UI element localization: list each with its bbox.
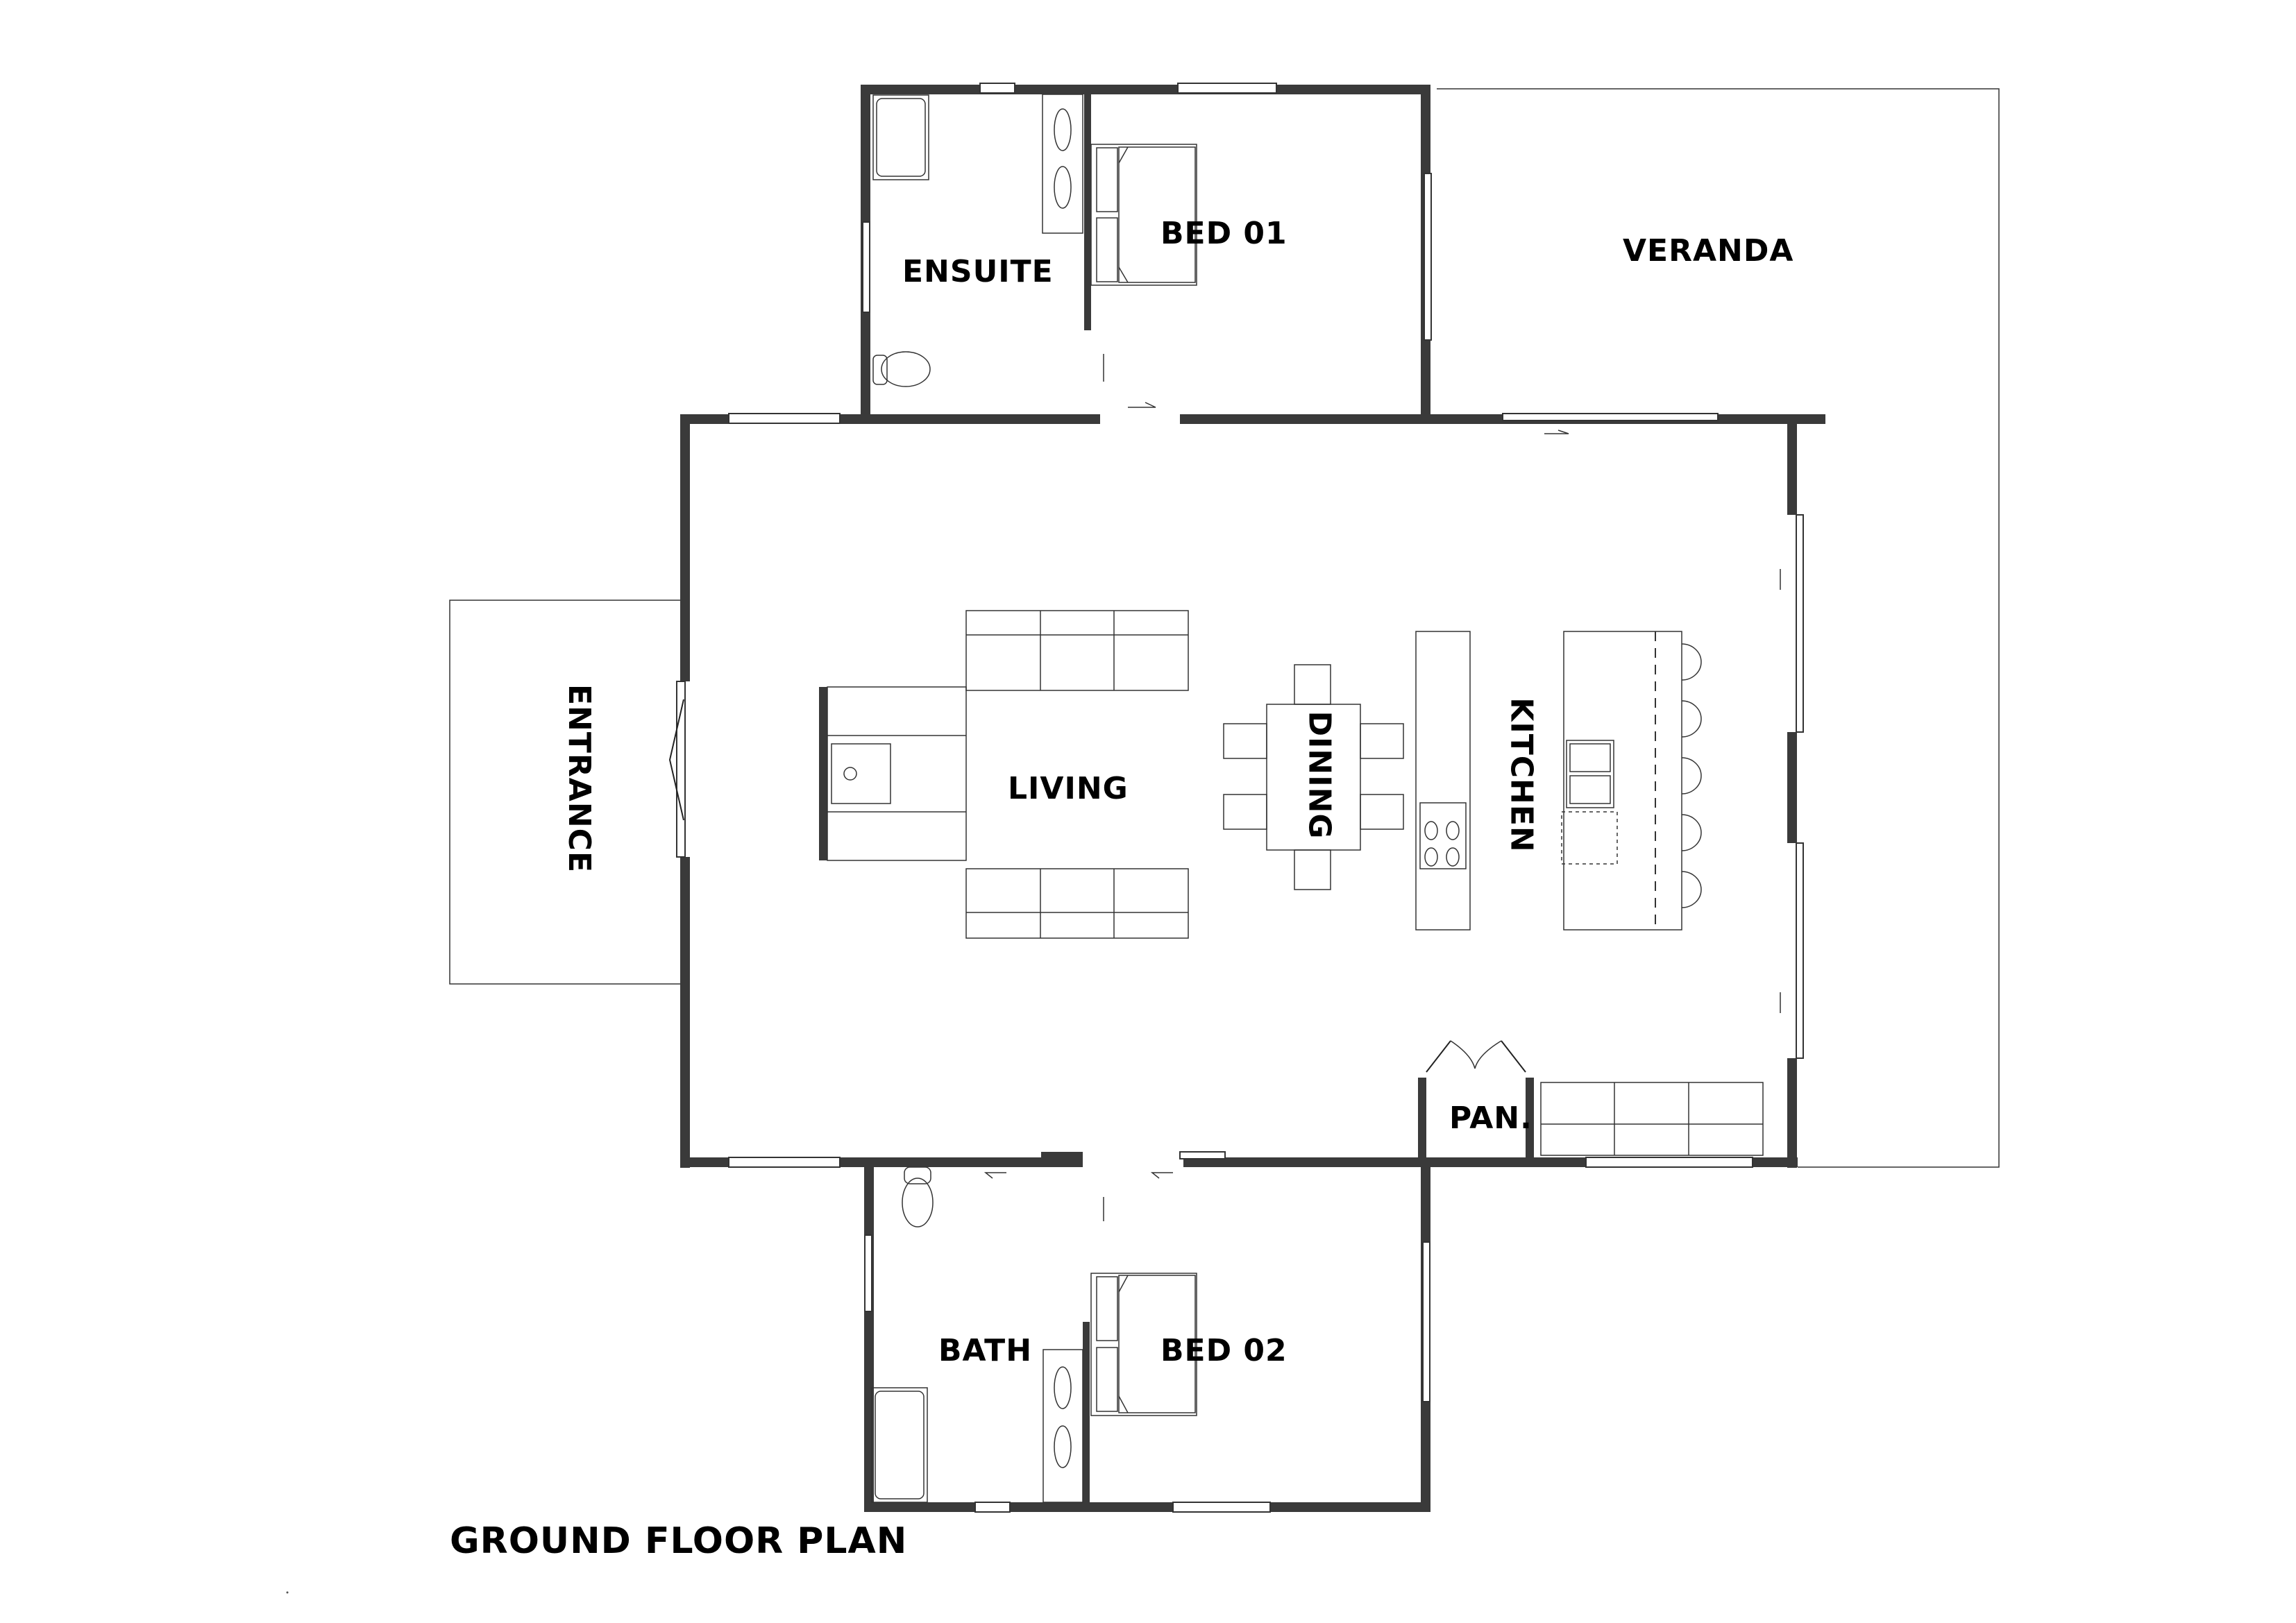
entrance-outline <box>449 600 684 985</box>
room-label-dining: DINING <box>1301 711 1337 840</box>
windows <box>668 83 1804 1513</box>
plan-title: GROUND FLOOR PLAN <box>450 1520 908 1562</box>
bath-fixtures <box>871 1166 1083 1503</box>
veranda-outline <box>1437 88 2000 1168</box>
kitchen-furniture <box>1415 631 1764 1156</box>
ensuite-fixtures <box>872 94 1083 387</box>
room-label-pantry: PAN. <box>1449 1101 1533 1136</box>
bed-01-furniture <box>1090 144 1197 286</box>
room-label-bath: BATH <box>938 1333 1033 1368</box>
bed-02-furniture <box>1090 1273 1197 1416</box>
room-label-kitchen: KITCHEN <box>1503 697 1539 853</box>
walls <box>680 85 1825 1512</box>
room-label-bed-01: BED 01 <box>1160 216 1288 251</box>
stray-mark <box>286 1591 289 1594</box>
door-swings <box>984 354 1781 1221</box>
room-label-ensuite: ENSUITE <box>902 254 1054 289</box>
room-label-entrance: ENTRANCE <box>562 684 597 873</box>
room-label-bed-02: BED 02 <box>1160 1333 1288 1368</box>
room-label-living: LIVING <box>1008 771 1129 806</box>
living-furniture <box>819 610 1189 939</box>
dining-furniture <box>1223 664 1404 890</box>
room-label-veranda: VERANDA <box>1623 233 1794 269</box>
